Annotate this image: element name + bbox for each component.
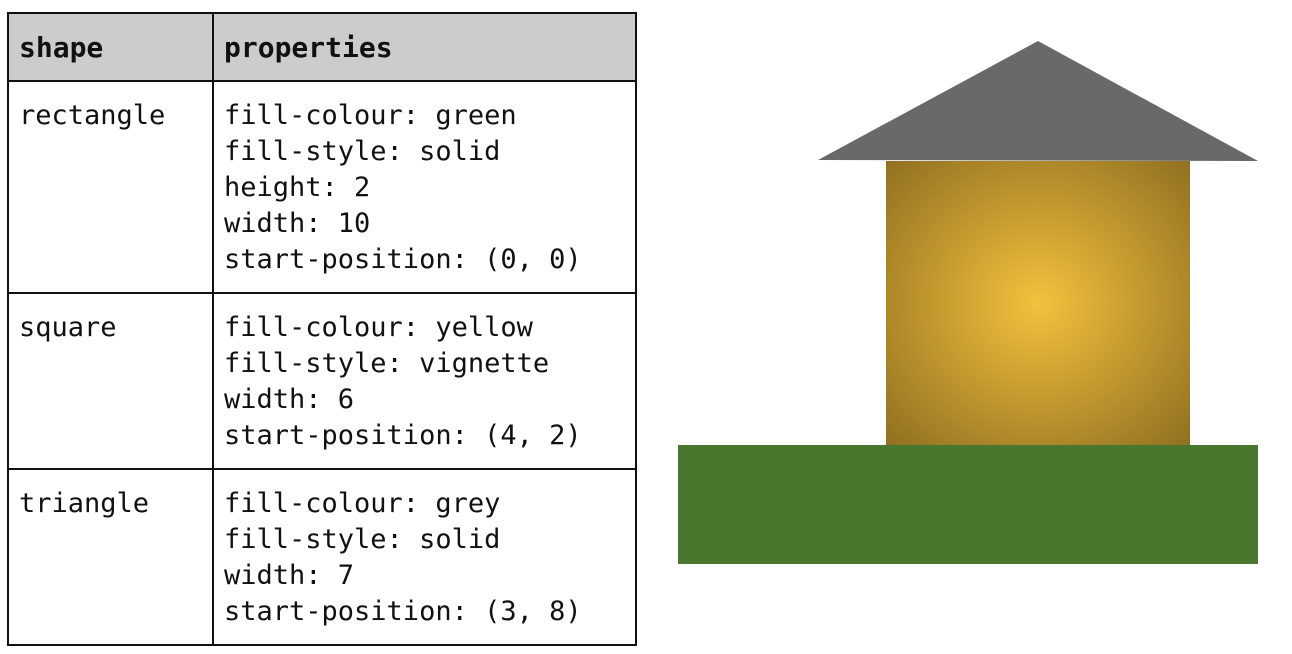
property-line: start-position: (4, 2) [224,420,582,451]
table-row: rectangle fill-colour: green fill-style:… [7,80,637,294]
properties-cell: fill-colour: grey fill-style: solid widt… [212,468,637,646]
table-row: triangle fill-colour: grey fill-style: s… [7,468,637,646]
properties-cell: fill-colour: yellow fill-style: vignette… [212,292,637,470]
property-line: fill-colour: grey [224,488,501,519]
header-properties: properties [212,12,637,82]
property-line: fill-style: vignette [224,348,550,379]
shape-name-cell: rectangle [7,80,214,294]
property-line: width: 6 [224,384,355,415]
header-shape: shape [7,12,214,82]
shape-properties-table: shape properties rectangle fill-colour: … [7,12,637,646]
shape-name-cell: square [7,292,214,470]
property-line: width: 10 [224,208,371,239]
property-line: fill-style: solid [224,524,501,555]
table-header-row: shape properties [7,12,637,82]
property-line: fill-colour: green [224,100,517,131]
property-line: start-position: (3, 8) [224,596,582,627]
property-line: fill-colour: yellow [224,312,533,343]
properties-cell: fill-colour: green fill-style: solid hei… [212,80,637,294]
shape-name-cell: triangle [7,468,214,646]
yellow-square-shape [886,161,1190,445]
grey-triangle-shape [818,41,1258,161]
property-line: fill-style: solid [224,136,501,167]
house-drawing [678,41,1258,564]
property-line: height: 2 [224,172,371,203]
green-rectangle-shape [678,445,1258,564]
property-line: start-position: (0, 0) [224,244,582,275]
property-line: width: 7 [224,560,355,591]
table-row: square fill-colour: yellow fill-style: v… [7,292,637,470]
